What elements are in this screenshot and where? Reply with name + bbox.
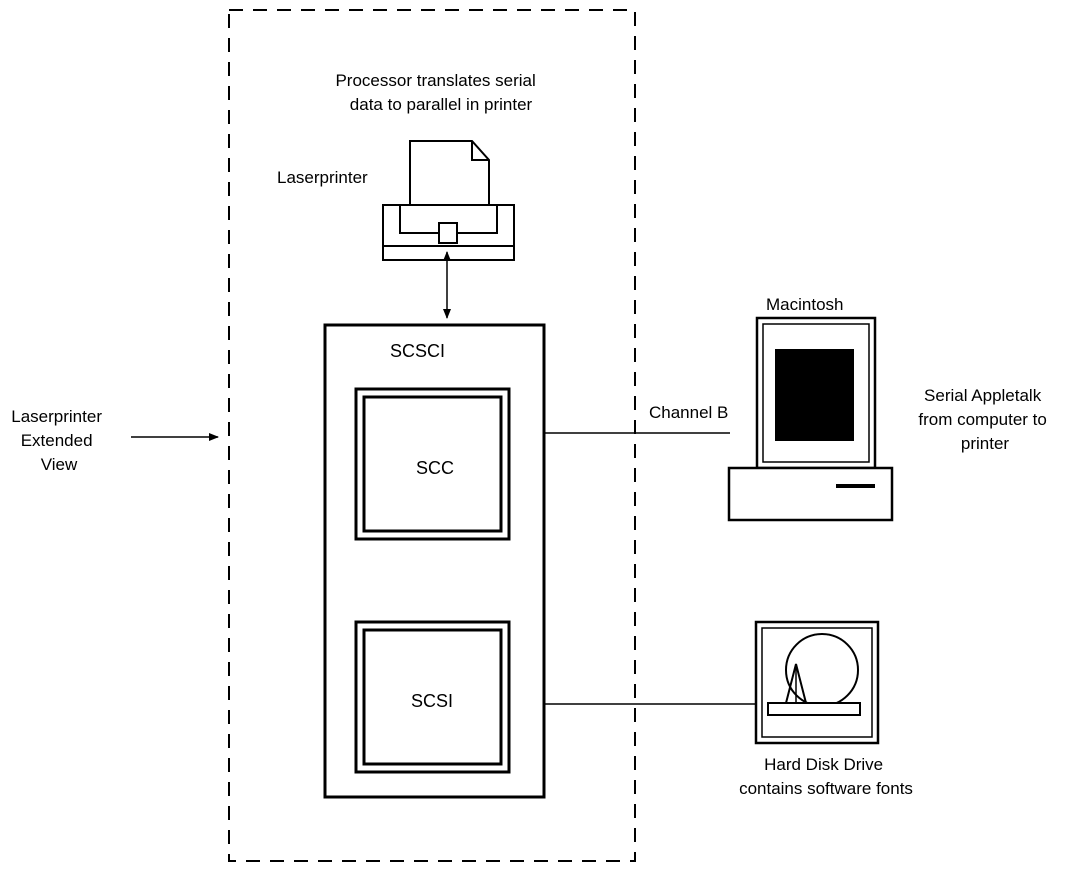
processor-note: Processor translates serial data to para…	[335, 71, 540, 114]
scsci-label: SCSCI	[390, 341, 445, 361]
printer-icon	[382, 140, 515, 261]
laserprinter-label: Laserprinter	[277, 168, 368, 187]
scsi-chip	[354, 620, 511, 774]
extended-view-boundary	[228, 9, 636, 862]
hard-disk-note: Hard Disk Drive contains software fonts	[739, 755, 913, 798]
macintosh-label: Macintosh	[766, 295, 843, 314]
serial-appletalk-note: Serial Appletalk from computer to printe…	[918, 386, 1051, 453]
hard-disk-note-line-1: Hard Disk Drive	[764, 755, 883, 774]
serial-note-line-3: printer	[961, 434, 1010, 453]
scc-chip	[354, 387, 511, 541]
processor-note-line-1: Processor translates serial	[335, 71, 535, 90]
hard-disk-icon	[754, 620, 880, 745]
extended-view-line-2: Extended	[21, 431, 93, 450]
scc-label: SCC	[416, 458, 454, 478]
channel-b-label: Channel B	[649, 403, 728, 422]
serial-note-line-1: Serial Appletalk	[924, 386, 1042, 405]
serial-note-line-2: from computer to	[918, 410, 1047, 429]
extended-view-line-1: Laserprinter	[11, 407, 102, 426]
scsi-label: SCSI	[411, 691, 453, 711]
macintosh-icon	[727, 316, 894, 522]
extended-view-line-3: View	[41, 455, 78, 474]
extended-view-label: Laserprinter Extended View	[11, 407, 106, 474]
hard-disk-note-line-2: contains software fonts	[739, 779, 913, 798]
processor-note-line-2: data to parallel in printer	[350, 95, 533, 114]
